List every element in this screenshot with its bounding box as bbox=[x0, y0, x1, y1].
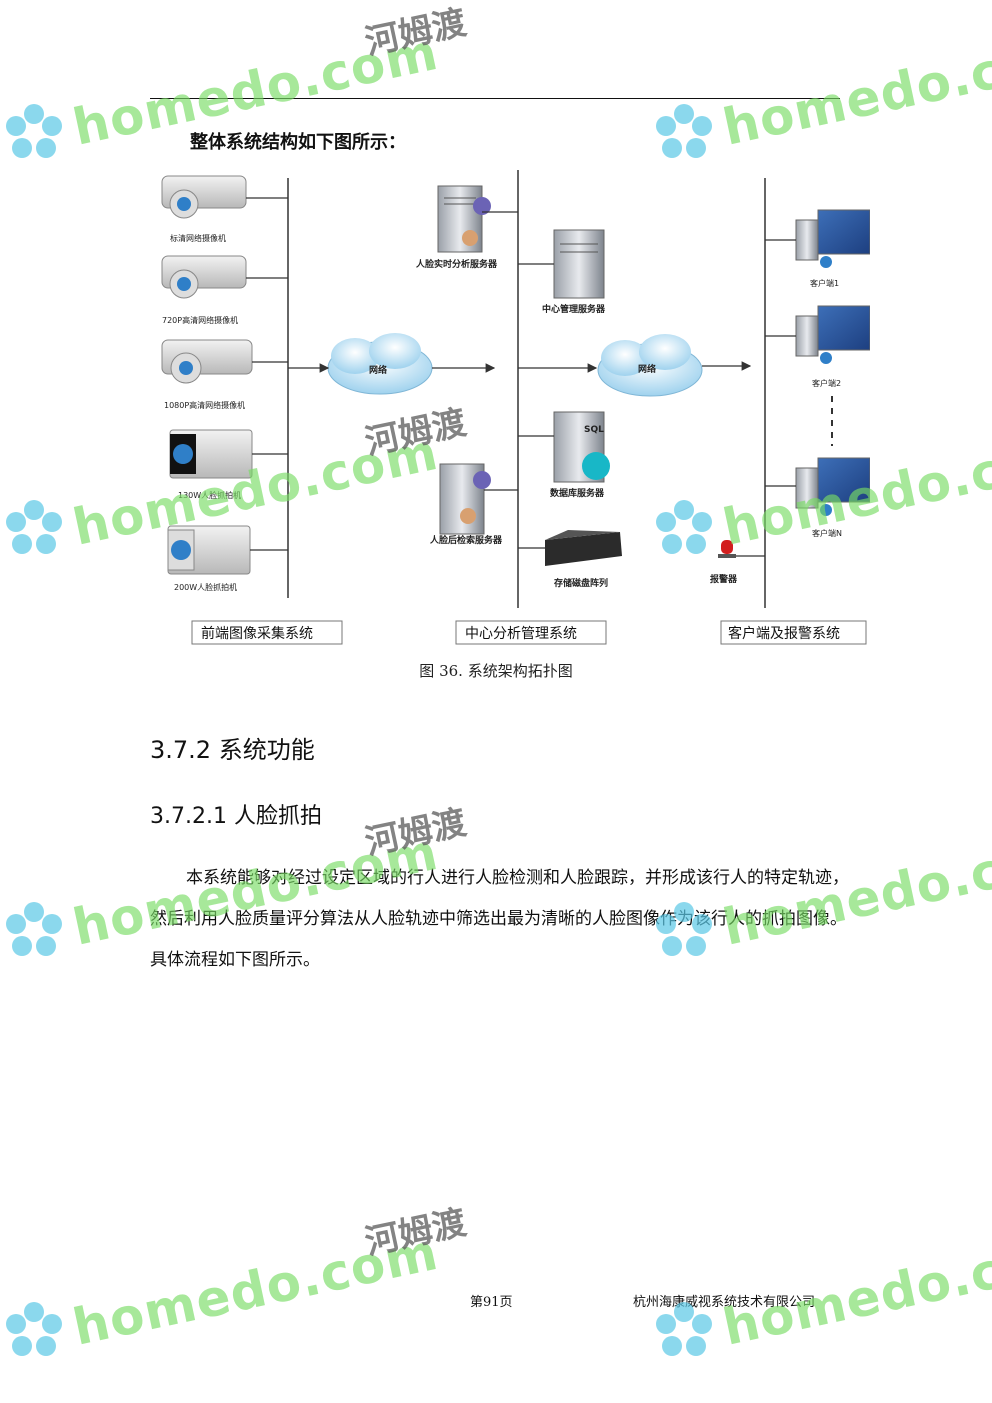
network-cloud-icon-1 bbox=[327, 333, 433, 395]
client-label-2: 客户端2 bbox=[812, 378, 841, 388]
client-label-n: 客户端N bbox=[812, 528, 842, 538]
alarm-icon bbox=[718, 540, 765, 558]
face-capture-camera-icon-2 bbox=[167, 525, 288, 575]
camera-icon-3 bbox=[161, 339, 288, 384]
watermark-text-8: homedo.com bbox=[718, 1222, 992, 1357]
sql-tag: SQL bbox=[584, 425, 604, 435]
network-label-2: 网络 bbox=[638, 363, 656, 375]
intro-text: 整体系统结构如下图所示： bbox=[190, 132, 406, 153]
retrieval-server-icon bbox=[439, 463, 518, 535]
subsection-heading: 3.7.2.1 人脸抓拍 bbox=[150, 804, 322, 829]
network-label-1: 网络 bbox=[369, 364, 387, 376]
body-paragraph: 本系统能够对经过设定区域的行人进行人脸检测和人脸跟踪，并形成该行人的特定轨迹，然… bbox=[150, 868, 849, 970]
watermark-flower-icon bbox=[6, 500, 62, 554]
watermark-cn-3: 河姆渡 bbox=[361, 802, 470, 863]
system-architecture-diagram: 标清网络摄像机 720P高清网络摄像机 1080P高清网络摄像机 130W人脸抓… bbox=[150, 168, 870, 650]
camera-icon-2 bbox=[161, 255, 288, 299]
client-label-1: 客户端1 bbox=[810, 278, 839, 288]
system-label-front: 前端图像采集系统 bbox=[201, 625, 313, 642]
front-device-label-2: 720P高清网络摄像机 bbox=[162, 315, 238, 325]
network-cloud-icon-2 bbox=[597, 334, 703, 397]
watermark-flower-icon bbox=[656, 104, 712, 158]
system-label-client: 客户端及报警系统 bbox=[728, 625, 840, 642]
topology-svg: 标清网络摄像机 720P高清网络摄像机 1080P高清网络摄像机 130W人脸抓… bbox=[161, 170, 870, 645]
figure-caption: 图 36. 系统架构拓扑图 bbox=[419, 662, 573, 680]
client-monitor-icon-1 bbox=[765, 209, 870, 268]
storage-array-label: 存储磁盘阵列 bbox=[554, 577, 608, 589]
watermark-text-2: homedo.com bbox=[718, 22, 992, 157]
footer-page-number: 第91页 bbox=[470, 1295, 513, 1310]
footer-company: 杭州海康威视系统技术有限公司 bbox=[633, 1295, 816, 1310]
retrieval-server-label: 人脸后检索服务器 bbox=[429, 534, 503, 546]
center-management-server-icon bbox=[518, 229, 605, 299]
front-device-label-3: 1080P高清网络摄像机 bbox=[164, 400, 245, 410]
database-server-label: 数据库服务器 bbox=[550, 487, 605, 499]
storage-array-icon bbox=[518, 530, 622, 566]
system-label-center: 中心分析管理系统 bbox=[465, 626, 577, 642]
realtime-server-label: 人脸实时分析服务器 bbox=[415, 258, 498, 270]
header-rule bbox=[150, 98, 840, 99]
camera-icon-1 bbox=[161, 175, 288, 219]
front-device-label-1: 标清网络摄像机 bbox=[170, 233, 226, 243]
watermark-cn-4: 河姆渡 bbox=[361, 1202, 470, 1263]
alarm-label: 报警器 bbox=[710, 573, 738, 585]
section-heading: 3.7.2 系统功能 bbox=[150, 736, 315, 764]
watermark-flower-icon bbox=[6, 104, 62, 158]
client-monitor-icon-2 bbox=[765, 305, 870, 364]
watermark-cn-1: 河姆渡 bbox=[361, 2, 470, 63]
client-monitor-icon-n bbox=[765, 457, 870, 516]
center-server-label: 中心管理服务器 bbox=[542, 303, 606, 315]
face-capture-camera-icon-1 bbox=[169, 429, 288, 479]
watermark-flower-icon bbox=[6, 902, 62, 956]
realtime-analysis-server-icon bbox=[437, 185, 518, 253]
database-server-icon: SQL bbox=[518, 411, 610, 483]
front-device-label-5: 200W人脸抓拍机 bbox=[174, 582, 237, 592]
watermark-text-7: homedo.com bbox=[68, 1222, 444, 1357]
watermark-flower-icon bbox=[6, 1302, 62, 1356]
front-device-label-4: 130W人脸抓拍机 bbox=[178, 490, 241, 500]
